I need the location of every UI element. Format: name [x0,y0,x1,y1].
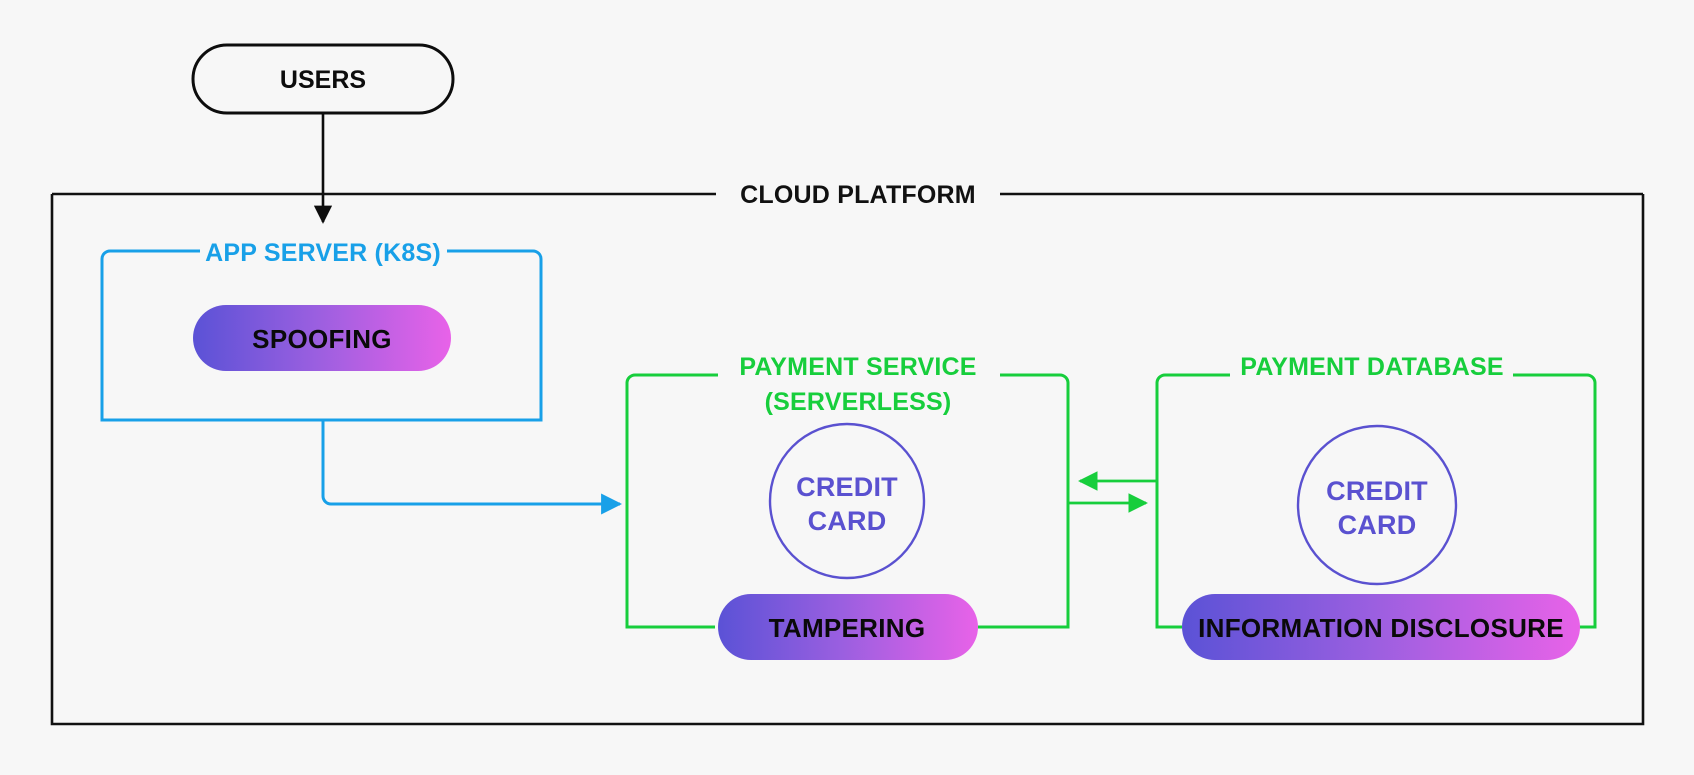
payment-database-zone-label: PAYMENT DATABASE [1240,353,1503,381]
payment-service-zone-border-right [978,373,1070,629]
users-node-label: USERS [280,66,366,94]
users-node[interactable]: USERS [191,43,455,115]
asset-credit-card-payment-service-shape [768,422,926,580]
asset-credit-card-payment-database-shape [1296,424,1458,586]
payment-database-zone: PAYMENT DATABASE [1155,353,1597,629]
threat-pill-information-disclosure-shape [1182,594,1580,660]
threat-pill-spoofing-shape [193,305,451,371]
asset-credit-card-payment-service-label-line2: CARD [808,506,887,536]
asset-credit-card-payment-database-label-line1: CREDIT [1326,476,1428,506]
threat-pill-tampering[interactable]: TAMPERING [718,594,978,660]
app-server-to-payment-service-flow [321,420,623,515]
threat-pill-tampering-shape [718,594,978,660]
threat-pill-spoofing[interactable]: SPOOFING [193,305,451,371]
cloud-platform-label: CLOUD PLATFORM [740,181,976,209]
payment-service-zone: PAYMENT SERVICE (SERVERLESS) [625,353,1070,629]
threat-pill-information-disclosure-label: INFORMATION DISCLOSURE [1198,613,1564,643]
asset-credit-card-payment-service-label-line1: CREDIT [796,472,898,502]
threat-pill-information-disclosure[interactable]: INFORMATION DISCLOSURE [1182,594,1580,660]
asset-credit-card-payment-service[interactable]: CREDIT CARD [768,422,926,580]
threat-pill-tampering-label: TAMPERING [769,613,926,643]
payment-database-zone-border-left [1155,373,1230,629]
payment-service-zone-border-left [625,373,718,629]
cloud-platform-border-body [50,194,1645,726]
cloud-platform-boundary: CLOUD PLATFORM [50,181,1645,726]
payment-service-zone-label-line1: PAYMENT SERVICE [739,353,976,381]
asset-credit-card-payment-database-label-line2: CARD [1338,510,1417,540]
threat-pill-spoofing-label: SPOOFING [252,324,392,354]
payment-database-zone-border-right [1513,373,1597,629]
app-server-zone-label: APP SERVER (K8S) [205,239,441,267]
asset-credit-card-payment-database[interactable]: CREDIT CARD [1296,424,1458,586]
payment-service-zone-label-line2: (SERVERLESS) [765,388,952,416]
